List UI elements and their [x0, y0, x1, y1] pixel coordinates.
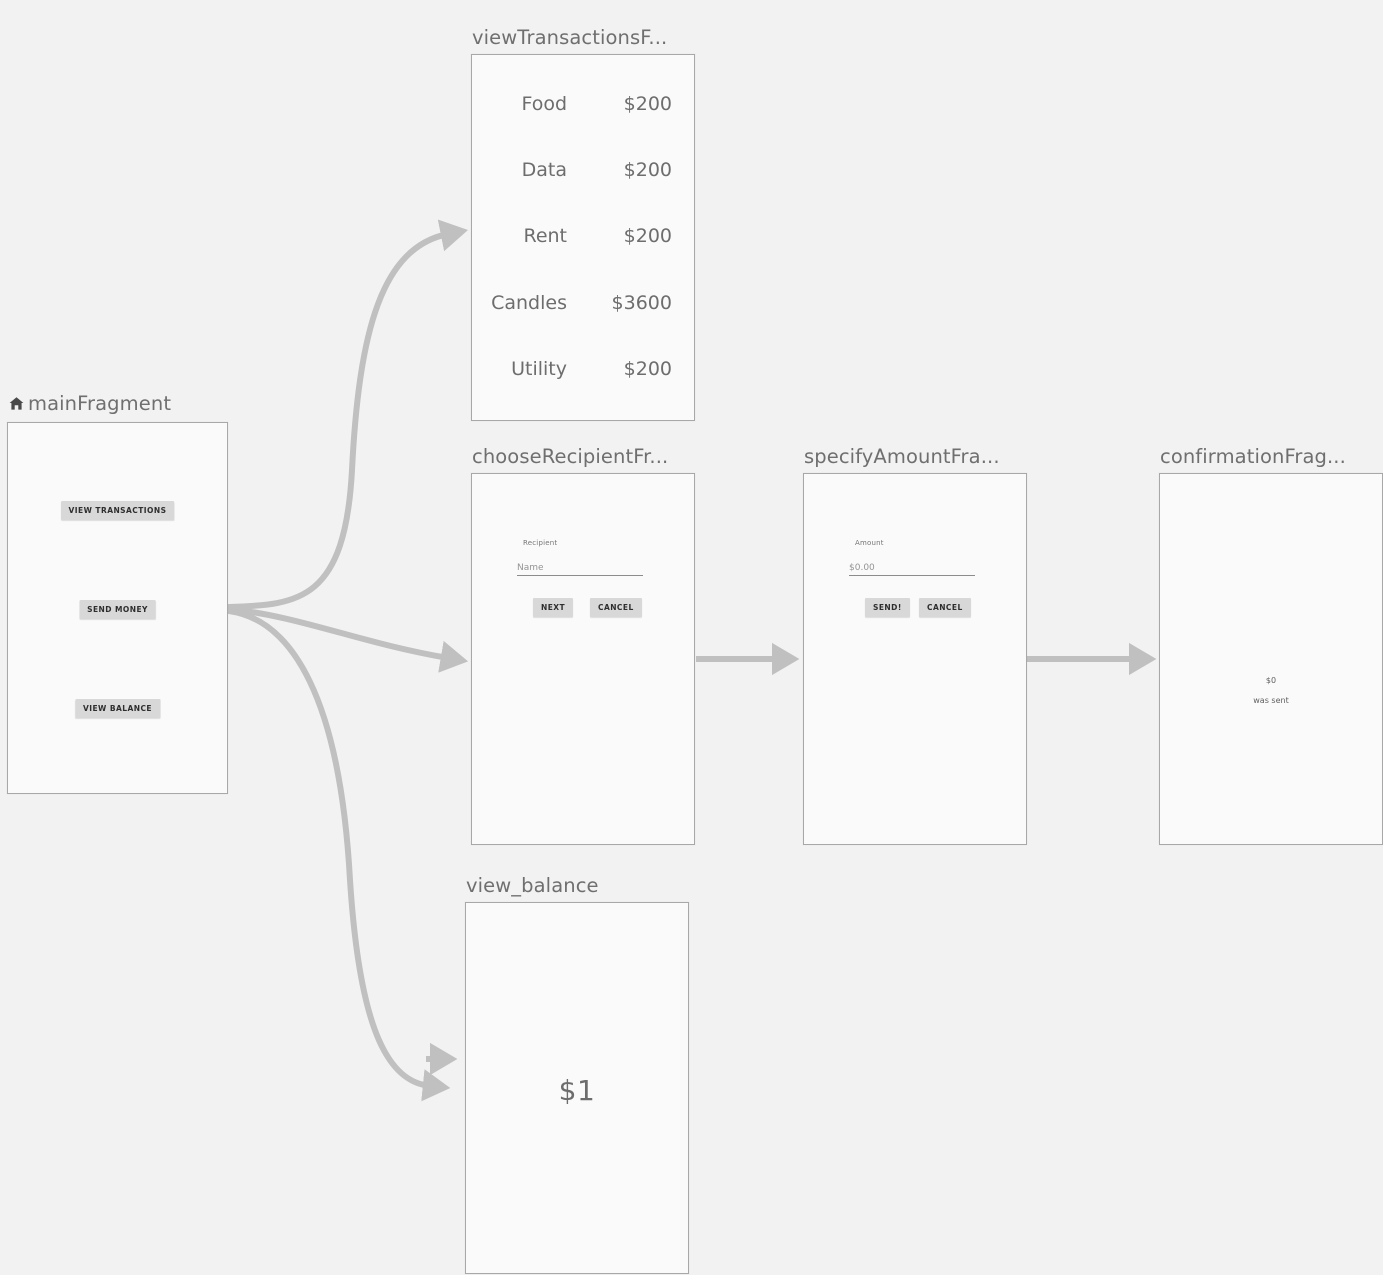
transaction-amount: $3600 [611, 292, 672, 314]
destination-choose-recipient-fragment[interactable]: chooseRecipientFr... Recipient Name NEXT… [471, 446, 695, 845]
destination-label-specify-amount: specifyAmountFra... [804, 445, 1000, 468]
transaction-name: Data [521, 159, 567, 181]
transaction-row: Data $200 [471, 160, 695, 180]
destination-main-fragment[interactable]: mainFragment VIEW TRANSACTIONS SEND MONE… [7, 393, 228, 794]
destination-frame-specify-amount [803, 473, 1027, 845]
transaction-name: Food [521, 93, 567, 115]
destination-label-main-fragment-text: mainFragment [28, 392, 172, 415]
destination-view-balance[interactable]: view_balance $1 [465, 875, 689, 1274]
preview-confirmation: $0 was sent [1159, 473, 1383, 845]
home-icon [8, 395, 25, 417]
confirmation-amount: $0 [1265, 676, 1277, 685]
confirmation-message: was sent [1253, 696, 1289, 705]
transaction-amount: $200 [623, 225, 672, 247]
preview-choose-recipient: Recipient Name NEXT CANCEL [471, 473, 695, 845]
preview-button-send[interactable]: SEND! [865, 598, 910, 617]
recipient-field-label: Recipient [523, 539, 558, 547]
transaction-row: Rent $200 [471, 226, 695, 246]
destination-frame-main-fragment [7, 422, 228, 794]
preview-main-fragment: VIEW TRANSACTIONS SEND MONEY VIEW BALANC… [7, 422, 228, 794]
preview-button-next[interactable]: NEXT [533, 598, 574, 617]
destination-frame-view-balance [465, 902, 689, 1274]
amount-input[interactable]: $0.00 [849, 563, 975, 576]
destination-view-transactions-fragment[interactable]: viewTransactionsF... Food $200 Data $200… [471, 27, 695, 421]
action-main-to-view-transactions[interactable] [226, 219, 469, 610]
transaction-name: Rent [523, 225, 567, 247]
balance-amount: $1 [558, 1074, 596, 1107]
preview-button-send-money[interactable]: SEND MONEY [79, 600, 156, 619]
transaction-row: Food $200 [471, 94, 695, 114]
preview-button-cancel[interactable]: CANCEL [590, 598, 642, 617]
preview-button-view-balance[interactable]: VIEW BALANCE [74, 699, 161, 718]
transaction-name: Utility [511, 358, 567, 380]
destination-frame-view-transactions [471, 54, 695, 421]
transaction-row: Utility $200 [471, 359, 695, 379]
destination-label-main-fragment: mainFragment [8, 393, 171, 417]
destination-frame-choose-recipient [471, 473, 695, 845]
destination-label-confirmation: confirmationFrag... [1160, 445, 1346, 468]
destination-specify-amount-fragment[interactable]: specifyAmountFra... Amount $0.00 SEND! C… [803, 446, 1027, 845]
destination-label-view-balance: view_balance [466, 874, 599, 897]
preview-button-cancel[interactable]: CANCEL [919, 598, 971, 617]
transaction-amount: $200 [623, 358, 672, 380]
destination-label-view-transactions: viewTransactionsF... [472, 26, 668, 49]
preview-view-balance: $1 [465, 902, 689, 1274]
action-main-to-view-balance[interactable] [226, 608, 451, 1102]
action-main-to-choose-recipient[interactable] [226, 606, 469, 673]
transaction-row: Candles $3600 [471, 293, 695, 313]
transaction-amount: $200 [623, 159, 672, 181]
recipient-name-input[interactable]: Name [517, 563, 643, 576]
transaction-amount: $200 [623, 93, 672, 115]
transaction-name: Candles [491, 292, 567, 314]
preview-view-transactions: Food $200 Data $200 Rent $200 Candles $3… [471, 54, 695, 421]
amount-field-label: Amount [855, 539, 884, 547]
preview-specify-amount: Amount $0.00 SEND! CANCEL [803, 473, 1027, 845]
preview-button-view-transactions[interactable]: VIEW TRANSACTIONS [60, 501, 175, 520]
destination-frame-confirmation [1159, 473, 1383, 845]
destination-confirmation-fragment[interactable]: confirmationFrag... $0 was sent [1159, 446, 1383, 845]
destination-label-choose-recipient: chooseRecipientFr... [472, 445, 669, 468]
